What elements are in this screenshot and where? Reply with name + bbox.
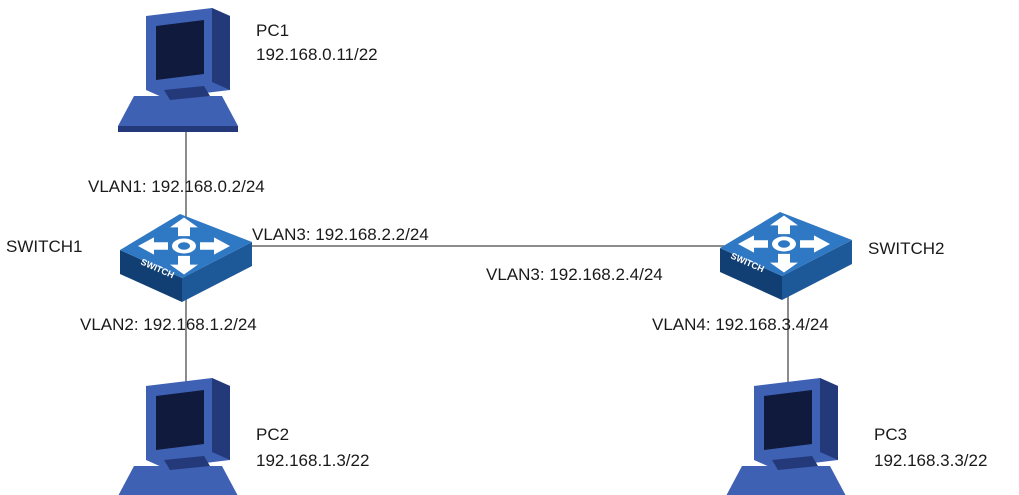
switch2-name: SWITCH2 (868, 239, 945, 258)
switch2-vlan4-label: VLAN4: 192.168.3.4/24 (652, 315, 829, 334)
switch1-vlan1-label: VLAN1: 192.168.0.2/24 (88, 177, 265, 196)
switch2-vlan3-label: VLAN3: 192.168.2.4/24 (486, 265, 663, 284)
pc2-icon (118, 378, 238, 495)
switch1-icon (120, 214, 252, 302)
pc2-name: PC2 (256, 425, 289, 444)
pc3-name: PC3 (874, 425, 907, 444)
switch1-vlan3-label: VLAN3: 192.168.2.2/24 (252, 225, 429, 244)
pc2-ip: 192.168.1.3/22 (256, 451, 369, 470)
switch1-vlan2-label: VLAN2: 192.168.1.2/24 (80, 315, 257, 334)
pc1-ip: 192.168.0.11/22 (256, 45, 378, 64)
switch1-name: SWITCH1 (6, 237, 83, 256)
pc1-name: PC1 (256, 21, 289, 40)
pc1-icon (118, 8, 238, 132)
pc3-ip: 192.168.3.3/22 (874, 451, 987, 470)
pc3-icon (726, 378, 846, 495)
